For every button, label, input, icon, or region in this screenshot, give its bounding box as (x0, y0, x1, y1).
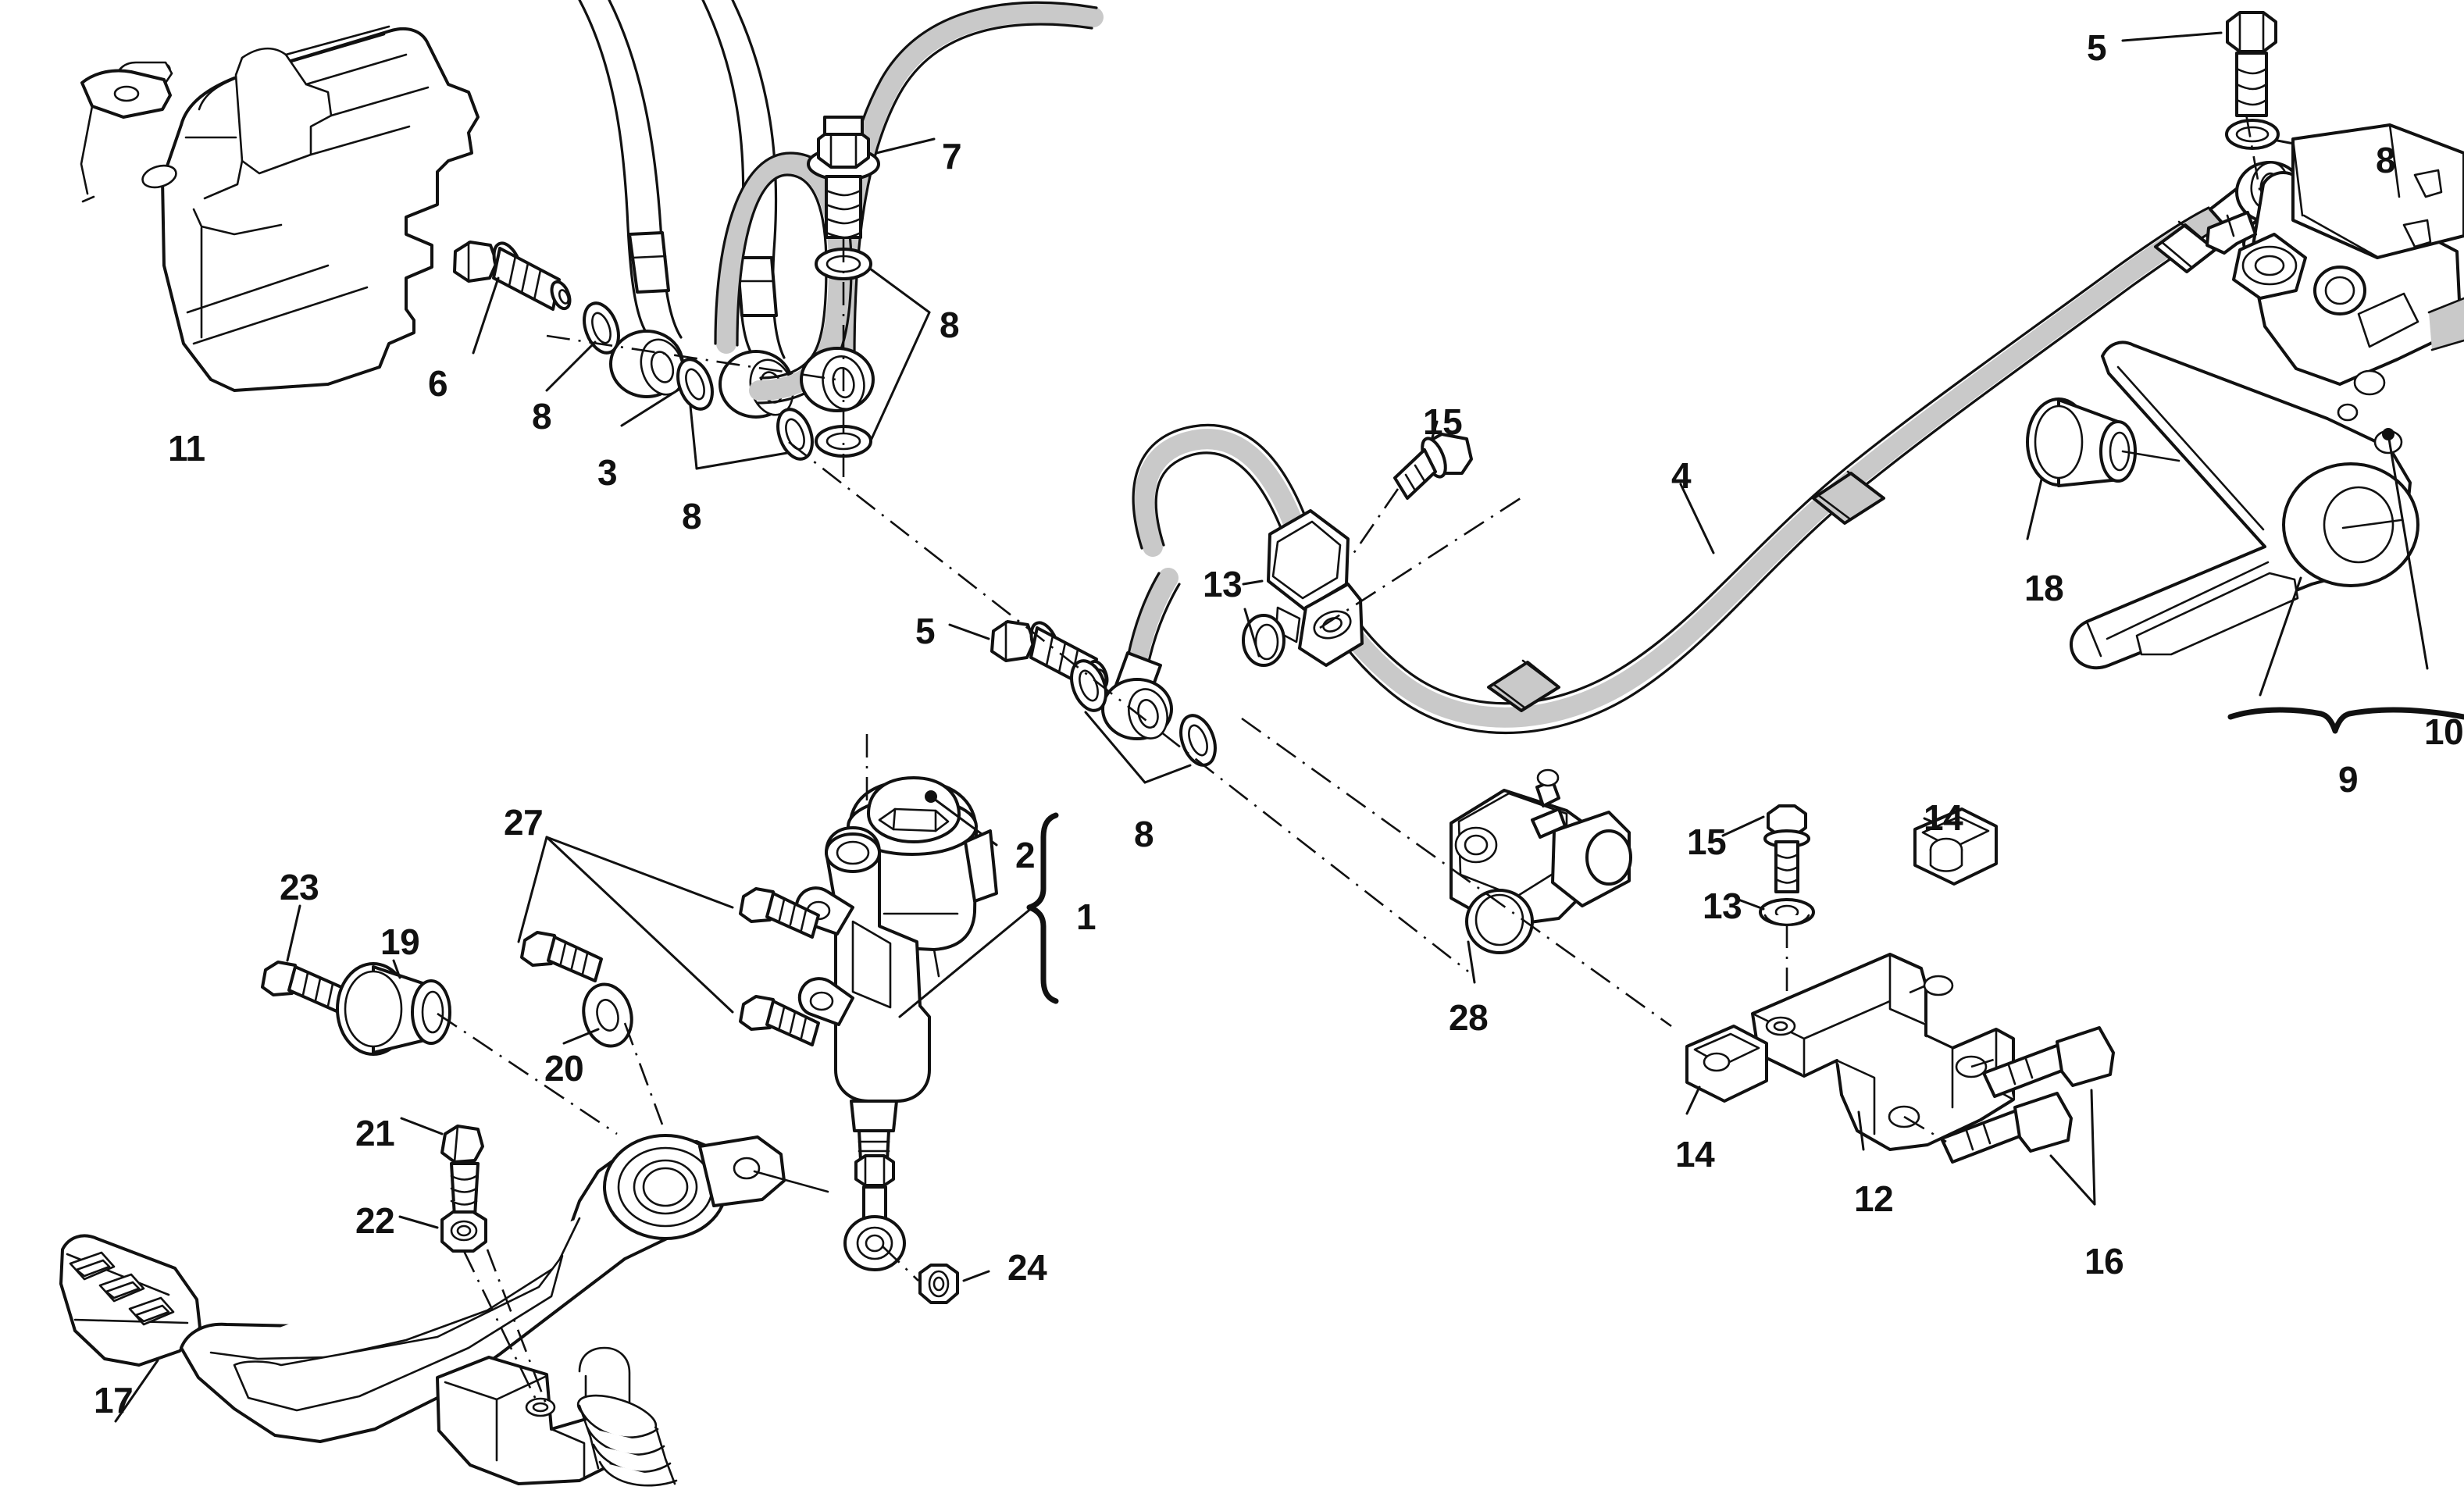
callout-19: 19 (380, 921, 420, 962)
component-spring-nut-a (1913, 807, 1998, 886)
callout-4: 4 (1671, 455, 1692, 496)
pedal-tread-ribs (69, 1251, 175, 1326)
component-pedal-pivot-collar (336, 959, 618, 1135)
callout-17: 17 (94, 1380, 134, 1420)
callout-8d: 8 (1134, 814, 1154, 854)
component-grommet-b (1737, 898, 1815, 1020)
component-flange-bolt-b (1721, 804, 1810, 893)
callout-8c: 8 (940, 305, 960, 345)
callout-13a: 13 (1203, 564, 1243, 604)
callout-8a: 8 (532, 396, 552, 437)
callout-18: 18 (2024, 568, 2064, 608)
callout-15b: 15 (1687, 822, 1727, 862)
component-gray-hose-upper (714, 1, 1104, 412)
callout-24: 24 (1007, 1247, 1047, 1288)
callout-9: 9 (2338, 759, 2359, 800)
callout-10: 10 (2424, 711, 2464, 752)
component-reservoir-guard (80, 25, 480, 392)
callout-7: 7 (942, 136, 962, 176)
component-plain-washer (562, 982, 664, 1125)
component-master-cylinder-bolts (517, 836, 820, 1046)
callout-16: 16 (2084, 1241, 2124, 1281)
mc-bolt-1 (739, 887, 820, 939)
callout-14a: 14 (1924, 797, 1963, 838)
component-union-bolt (807, 116, 936, 239)
callout-13b: 13 (1703, 886, 1742, 926)
callout-8b: 8 (682, 496, 702, 536)
callout-5a: 5 (2087, 27, 2107, 68)
callout-11: 11 (168, 428, 205, 469)
callout-22: 22 (355, 1200, 395, 1241)
callout-1: 1 (1076, 896, 1096, 937)
component-brake-pedal (59, 1134, 829, 1485)
callout-6: 6 (428, 363, 448, 404)
component-gray-hose-midleft (1101, 568, 1181, 740)
component-banjo-bolt-caliper (2121, 11, 2277, 117)
component-master-cylinder (794, 734, 1059, 1271)
hose-crimp-sleeve (1487, 470, 1885, 712)
callout-23: 23 (280, 867, 319, 907)
component-pedal-stopper-bolt (400, 1117, 484, 1218)
component-grommet-a (1242, 608, 1285, 667)
component-hose-clamp-bracket (1242, 495, 1524, 667)
callout-12: 12 (1854, 1178, 1894, 1219)
mc-bolt-2 (739, 995, 820, 1046)
callout-20: 20 (544, 1048, 584, 1089)
component-banjo-bolt-reservoir (453, 241, 572, 355)
callout-15a: 15 (1423, 401, 1463, 442)
component-brake-light-switch (1241, 717, 1672, 1028)
component-sealing-washers-c (815, 239, 931, 484)
component-spring-nut-b (1685, 1025, 1768, 1115)
component-pedal-lock-nut (398, 1210, 540, 1406)
component-return-spring (576, 1346, 678, 1487)
callout-8e: 8 (2376, 140, 2396, 180)
component-caliper-assembly (2070, 123, 2464, 734)
callout-5b: 5 (915, 611, 936, 651)
component-hex-flange-bolts (1903, 1026, 2115, 1206)
mc-bolt-3 (520, 931, 603, 982)
callout-2: 2 (1015, 835, 1036, 875)
assembly-centerlines (546, 334, 1469, 973)
callout-28: 28 (1449, 997, 1489, 1038)
component-caliper-spacer (2026, 397, 2181, 540)
component-sealing-washers-d (1070, 659, 1217, 784)
component-clevis-lock-nut (882, 1246, 990, 1304)
component-sealing-washer-a (545, 301, 620, 392)
callout-27: 27 (504, 802, 544, 843)
callout-3: 3 (597, 452, 618, 493)
component-sealing-washers-b (676, 358, 814, 470)
component-hose-bracket (1751, 953, 2015, 1151)
component-flange-bolt-a (1348, 420, 1473, 560)
callout-14b: 14 (1675, 1134, 1715, 1175)
callout-21: 21 (355, 1113, 395, 1153)
